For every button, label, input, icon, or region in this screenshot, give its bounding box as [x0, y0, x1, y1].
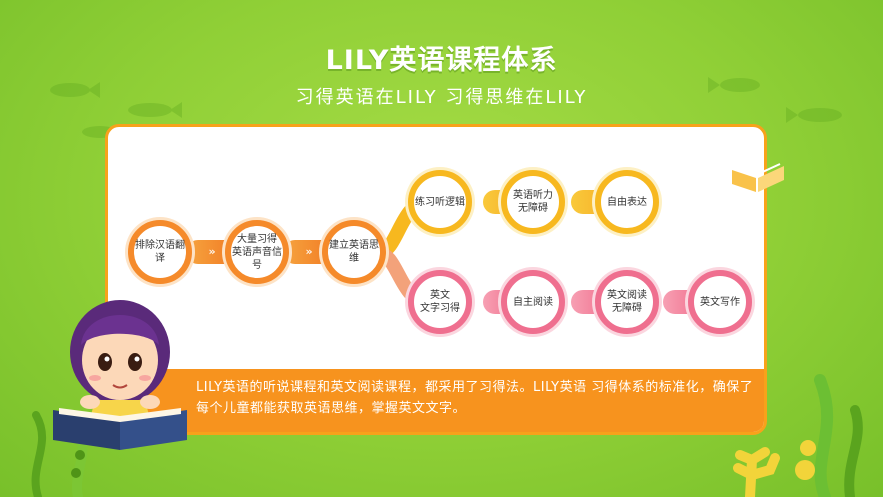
- flow-node: 英文 文字习得: [408, 270, 472, 334]
- book-icon: [732, 163, 784, 192]
- flow-node: 英语听力 无障碍: [501, 170, 565, 234]
- flow-node: 自主阅读: [501, 270, 565, 334]
- girl-reading-illustration: [53, 300, 187, 450]
- course-system-card: » » » » » » » 排除汉语翻译 大量习得 英语声音信号 建立英语思维 …: [105, 124, 767, 435]
- fish-silhouette-icon: [708, 77, 842, 123]
- footer-description: LILY英语的听说课程和英文阅读课程，都采用了习得法。LILY英语 习得体系的标…: [196, 380, 754, 416]
- page-subtitle: 习得英语在LILY 习得思维在LILY: [295, 87, 588, 108]
- flow-node: 自由表达: [595, 170, 659, 234]
- flow-node: 练习听逻辑: [408, 170, 472, 234]
- card-footer: LILY英语的听说课程和英文阅读课程，都采用了习得法。LILY英语 习得体系的标…: [108, 369, 764, 432]
- flow-node: 建立英语思维: [322, 220, 386, 284]
- flow-node: 大量习得 英语声音信号: [225, 220, 289, 284]
- flow-node: 英文写作: [688, 270, 752, 334]
- page-title: LILY英语课程体系: [325, 45, 558, 76]
- flow-node: 英文阅读 无障碍: [595, 270, 659, 334]
- flow-node: 排除汉语翻译: [128, 220, 192, 284]
- seaweed-illustration: [733, 374, 863, 497]
